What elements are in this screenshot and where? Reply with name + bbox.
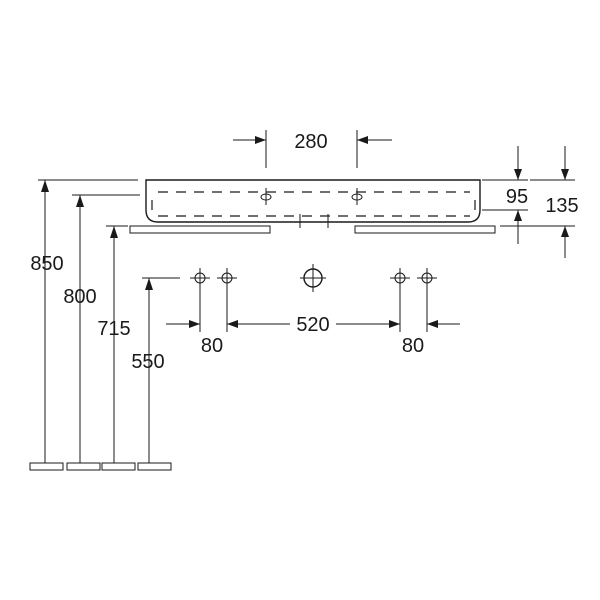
dimension-550-label: 550 bbox=[131, 351, 164, 373]
dimension-715-label: 715 bbox=[97, 318, 130, 340]
dimension-95 bbox=[482, 146, 528, 244]
tap-hole-right bbox=[351, 188, 363, 205]
connection-symbol-2 bbox=[217, 268, 237, 288]
dimension-135 bbox=[500, 146, 575, 258]
dimension-715 bbox=[106, 225, 128, 463]
dimension-850 bbox=[38, 179, 138, 463]
counter-top bbox=[129, 225, 496, 234]
dimension-80-left-label: 80 bbox=[201, 335, 223, 357]
basin-outline bbox=[145, 179, 481, 228]
dimension-horizontal-row bbox=[166, 286, 460, 332]
dimension-135-label: 135 bbox=[545, 195, 578, 217]
dimension-280 bbox=[233, 130, 392, 168]
connection-symbol-1 bbox=[190, 268, 210, 288]
dimension-550 bbox=[142, 277, 180, 463]
connection-symbol-3 bbox=[390, 268, 410, 288]
drain-symbol bbox=[300, 264, 326, 292]
tap-hole-left bbox=[260, 188, 272, 205]
dimension-800-label: 800 bbox=[63, 286, 96, 308]
floor-plates bbox=[29, 462, 172, 471]
dimension-800 bbox=[72, 194, 140, 463]
connection-symbol-4 bbox=[417, 268, 437, 288]
dimension-80-right-label: 80 bbox=[402, 335, 424, 357]
dimension-280-label: 280 bbox=[294, 131, 327, 153]
dimension-850-label: 850 bbox=[30, 253, 63, 275]
dimension-520-label: 520 bbox=[296, 314, 329, 336]
dimension-95-label: 95 bbox=[506, 186, 528, 208]
